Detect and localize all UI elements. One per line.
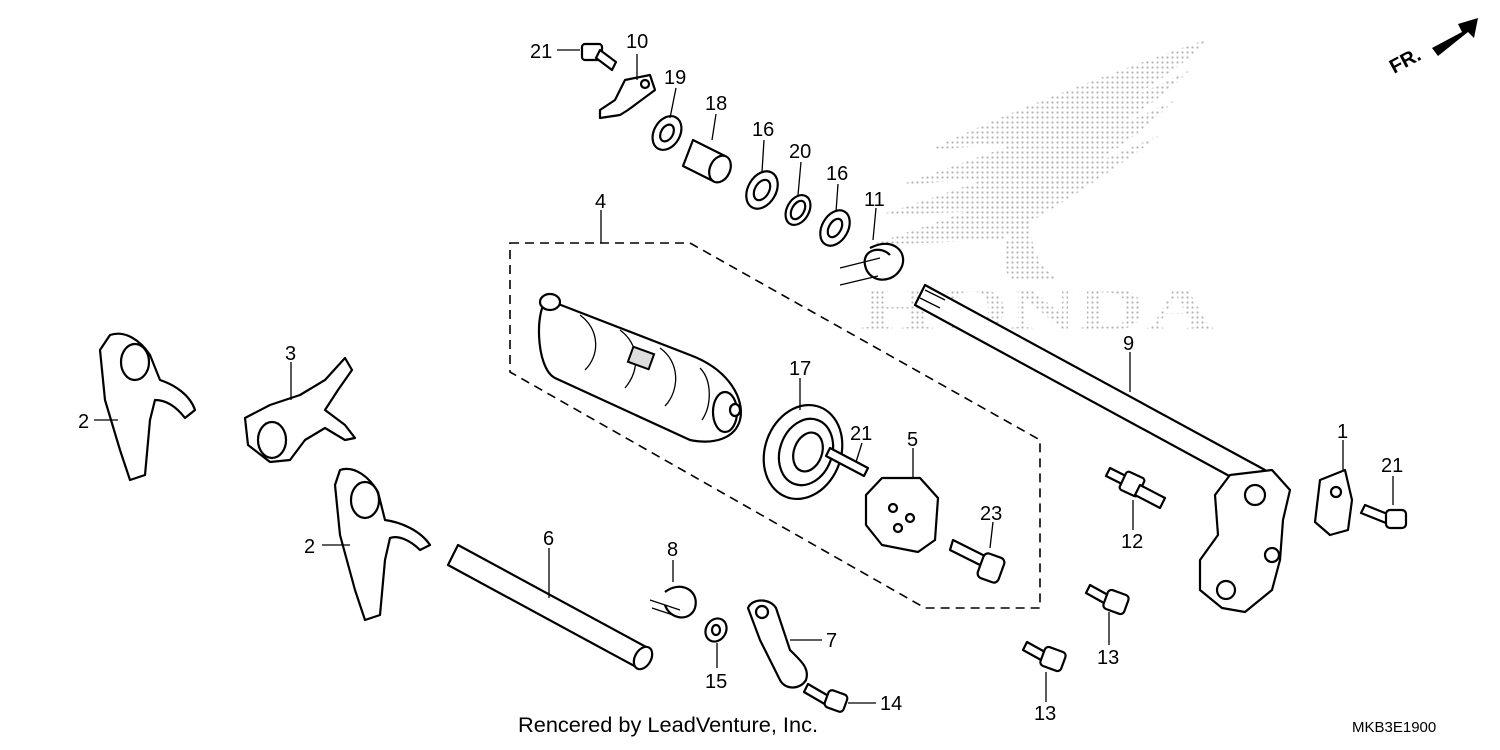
bolt-13-upper [1084,583,1130,616]
callout-9: 9 [1123,333,1134,355]
leader-lines [94,49,1394,704]
callout-16-upper: 16 [752,119,774,141]
drum-bearing [762,403,844,501]
shift-drum [537,292,742,443]
bolt-14 [802,682,849,713]
callout-13-upper: 13 [1097,647,1119,669]
callout-21-right: 21 [1381,455,1403,477]
stopper-arm-7 [746,599,808,689]
bolt-13-lower [1021,640,1067,673]
callout-11: 11 [864,189,885,211]
dowel-pin [824,446,870,478]
washer-16-upper [745,170,779,210]
bolt-21-top [580,42,618,72]
bolt-21-right [1359,503,1408,530]
callout-16-lower: 16 [826,163,848,185]
bolt-12 [1104,466,1167,510]
drum-assembly-boundary [509,242,1041,609]
front-indicator-label: FR. [1386,44,1425,79]
callout-23: 23 [980,503,1002,525]
front-arrow-icon: FR. [1386,18,1478,78]
needle-bearing-18 [681,138,732,184]
callout-7: 7 [826,630,837,652]
washer-16-lower [819,209,851,247]
stopper-spring-8 [649,585,697,619]
callout-4: 4 [595,191,606,213]
washer-19 [651,115,683,151]
stopper-plate-10 [598,73,657,120]
snap-ring-20 [784,193,812,227]
return-spring [839,242,905,286]
callout-13-lower: 13 [1034,703,1056,725]
callout-15: 15 [705,671,727,693]
callout-22: 21 [850,423,872,445]
callout-3: 3 [285,343,296,365]
callout-1: 1 [1337,421,1348,443]
credit-text: Rencered by LeadVenture, Inc. [518,714,818,737]
callout-2-upper: 2 [78,411,89,433]
callout-labels: 21 10 19 18 16 20 16 11 4 2 3 2 6 9 17 2… [78,31,1403,725]
watermark-text: HONDA [860,276,1215,344]
callout-8: 8 [667,539,678,561]
callout-14: 14 [880,693,902,715]
callout-19: 19 [664,67,686,89]
diagram-code: MKB3E1900 [1352,719,1436,736]
washer-15 [704,617,728,643]
callout-5: 5 [907,429,918,451]
callout-20: 20 [789,141,811,163]
shift-fork-3 [243,356,357,464]
callout-6: 6 [543,528,554,550]
honda-wing-logo: HONDA [860,38,1215,344]
callout-17: 17 [789,358,811,380]
callout-10: 10 [626,31,648,53]
callout-2-lower: 2 [304,536,315,558]
callout-12: 12 [1121,531,1143,553]
callout-21-top: 21 [530,41,552,63]
bolt-23 [948,538,1006,584]
callout-18: 18 [705,93,727,115]
fork-shaft [446,543,654,671]
shift-fork-2-upper [98,332,197,482]
shift-fork-2-lower [333,467,432,622]
shift-drum-center [864,476,940,554]
plate-1 [1313,468,1354,537]
gearshift-spindle [913,283,1292,614]
